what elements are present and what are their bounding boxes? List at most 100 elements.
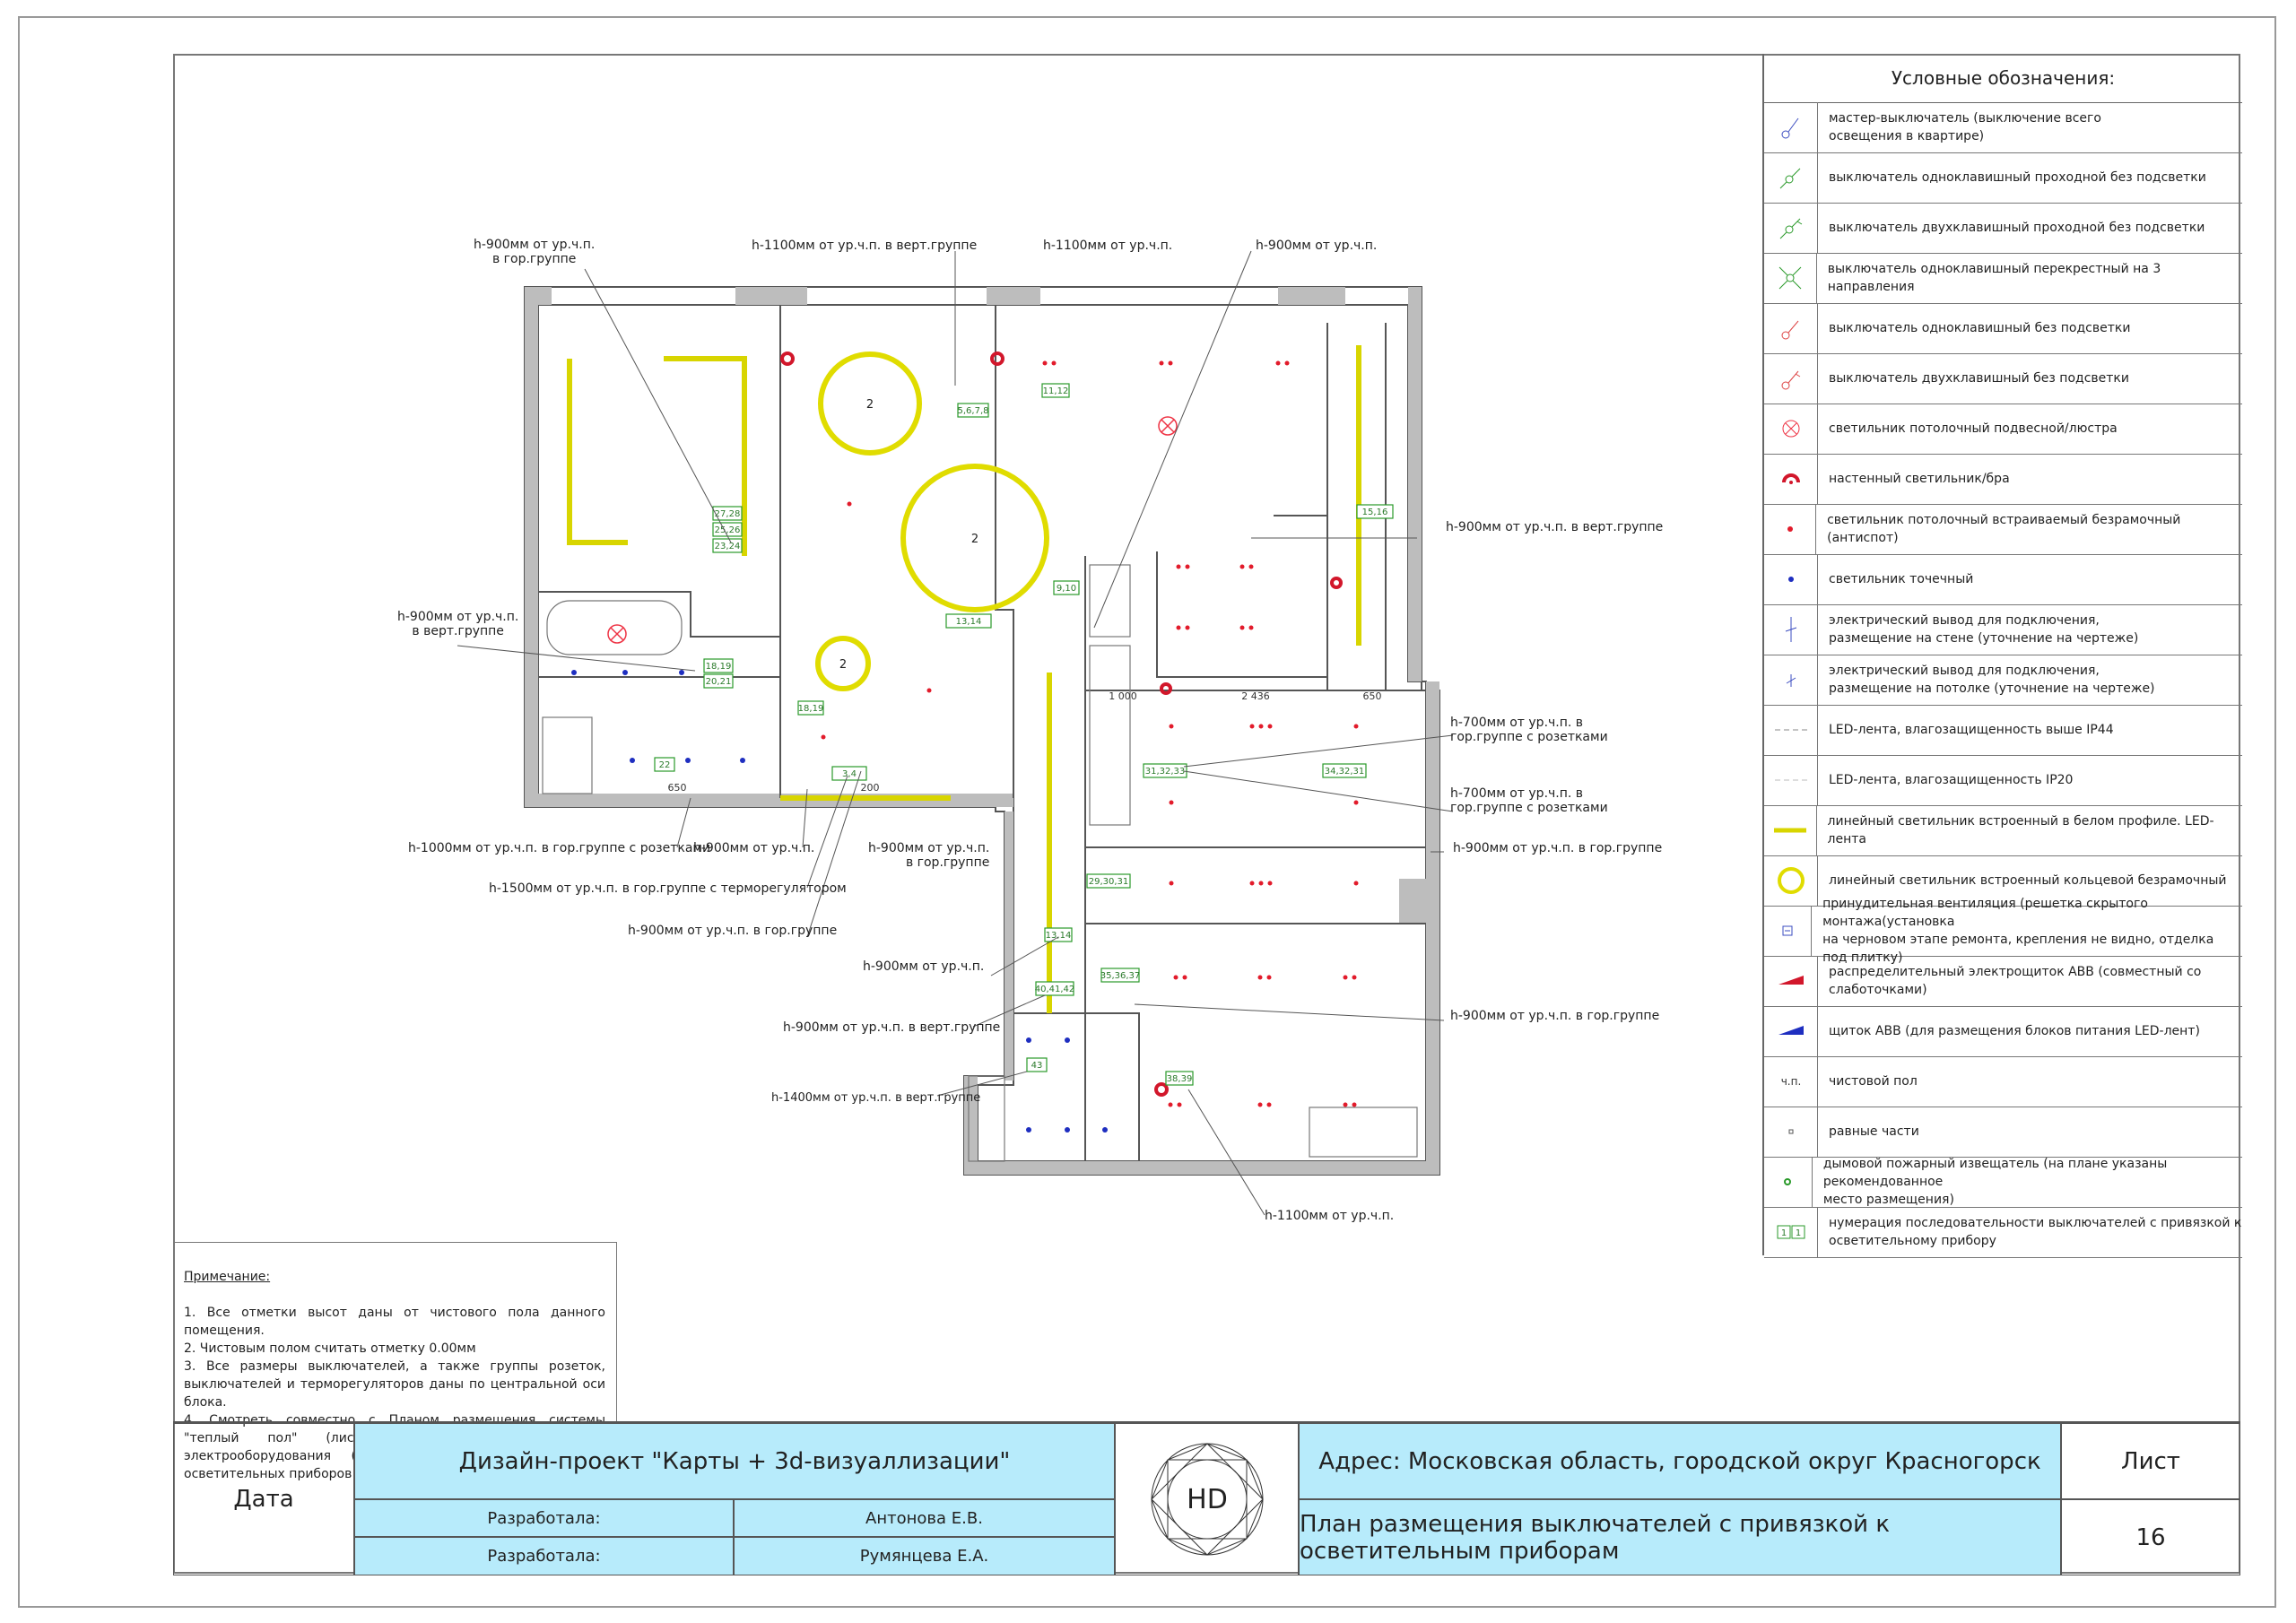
sheet-inner-frame [173, 54, 2240, 1574]
switch-tag: 20,21 [706, 677, 732, 687]
annotation: h-700мм от ур.ч.п. в гор.группе с розетк… [1450, 786, 1608, 815]
switch-tag: 31,32,33 [1145, 767, 1186, 777]
legend-item-label: равные части [1829, 1124, 1919, 1139]
floor-plan: 2 2 2 [457, 250, 1454, 1216]
single-switch-icon [1764, 303, 1818, 353]
annotation: h-1100мм от ур.ч.п. [1043, 239, 1173, 253]
spot-light-icon [1764, 554, 1818, 604]
annotation: h-1100мм от ур.ч.п. [1265, 1209, 1395, 1223]
date-label: Дата [233, 1486, 294, 1513]
led-strip-ip20-icon [1764, 755, 1818, 805]
switch-tag: 23,24 [715, 542, 741, 551]
wall-output-icon [1764, 604, 1818, 655]
finish-floor-icon: ч.п. [1764, 1056, 1818, 1107]
legend-item: выключатель одноклавишный перекрестный н… [1764, 253, 2242, 304]
switch-tag: 35,36,37 [1100, 971, 1141, 981]
legend-item-label: выключатель одноклавишный без подсветки [1829, 321, 2131, 335]
legend-item: светильник потолочный подвесной/люстра [1764, 404, 2242, 455]
dimension-label: 650 [1363, 690, 1382, 702]
sheet-number-cell: 16 [2061, 1499, 2240, 1575]
led-strip-ip44-icon [1764, 705, 1818, 755]
switch-tag: 40,41,42 [1035, 985, 1075, 994]
smoke-detector-icon [1764, 1157, 1813, 1207]
legend-item-label: светильник потолочный встраиваемый безра… [1827, 513, 2181, 545]
legend-item: LED-лента, влагозащищенность выше IP44 [1764, 705, 2242, 756]
legend-item: дымовой пожарный извещатель (на плане ук… [1764, 1157, 2242, 1208]
switch-tag: 13,14 [1046, 931, 1072, 941]
note-title: Примечание: [184, 1270, 271, 1284]
linear-light-icon [1764, 805, 1817, 855]
switch-tag: 22 [659, 760, 671, 770]
switch-tag: 15,16 [1362, 508, 1388, 517]
master-switch-icon [1764, 102, 1818, 152]
annotation: h-900мм от ур.ч.п. в гор.группе [628, 924, 838, 938]
developer-name: Антонова Е.В. [865, 1508, 983, 1528]
sheet-title-cell: План размещения выключателей с привязкой… [1299, 1499, 2061, 1575]
ring-light-icon [1764, 855, 1818, 906]
sheet-outer-frame [18, 16, 2276, 1608]
legend-item: светильник точечный [1764, 554, 2242, 605]
legend-item: настенный светильник/бра [1764, 454, 2242, 505]
ring-number: 2 [839, 658, 847, 672]
annotation: h-900мм от ур.ч.п. [863, 959, 985, 974]
annotation: h-900мм от ур.ч.п. в гор.группе [1450, 1009, 1660, 1023]
chandelier-icon [1764, 404, 1818, 454]
annotation: h-900мм от ур.ч.п. в верт.группе [1446, 520, 1664, 534]
legend-item-label: принудительная вентиляция (решетка скрыт… [1822, 897, 2214, 965]
legend-item-label: электрический вывод для подключения, раз… [1829, 613, 2139, 646]
double-switch-icon [1764, 353, 1818, 404]
legend-item-label: настенный светильник/бра [1829, 472, 2010, 486]
ceiling-output-icon [1764, 655, 1818, 705]
legend-item: выключатель одноклавишный проходной без … [1764, 152, 2242, 204]
switch-tag: 18,19 [798, 704, 824, 714]
legend-title: Условные обозначения: [1764, 54, 2242, 103]
legend-item-label: линейный светильник встроенный в белом п… [1827, 814, 2214, 846]
legend: Условные обозначения: мастер-выключатель… [1762, 54, 2242, 1258]
legend-item-label: нумерация последовательности выключателе… [1829, 1216, 2242, 1248]
note-block: Примечание: 1. Все отметки высот даны от… [173, 1242, 617, 1481]
legend-item-label: линейный светильник встроенный кольцевой… [1829, 873, 2227, 888]
legend-item-label: LED-лента, влагозащищенность выше IP44 [1829, 723, 2114, 737]
legend-item-label: выключатель двухклавишный без подсветки [1829, 371, 2129, 386]
legend-item: электрический вывод для подключения, раз… [1764, 604, 2242, 655]
date-cell: Дата [173, 1423, 354, 1575]
legend-item-label: светильник точечный [1829, 572, 1974, 586]
annotation: h-700мм от ур.ч.п. в гор.группе с розетк… [1450, 716, 1608, 744]
title-block: Дата Дизайн-проект "Карты + 3d-визуаллиз… [173, 1421, 2240, 1575]
annotation: h-900мм от ур.ч.п. в верт.группе [783, 1020, 1001, 1035]
annotation: h-1500мм от ур.ч.п. в гор.группе с термо… [489, 881, 847, 896]
developer-name-cell: Румянцева Е.А. [734, 1537, 1115, 1575]
legend-item: линейный светильник встроенный кольцевой… [1764, 855, 2242, 907]
switch-tag: 11,12 [1043, 386, 1069, 396]
legend-item-label: распределительный электрощиток ABB (совм… [1829, 965, 2202, 997]
ring-number: 2 [971, 533, 978, 546]
legend-item-label: дымовой пожарный извещатель (на плане ук… [1822, 1157, 2168, 1207]
annotation: h-1400мм от ур.ч.п. в верт.группе [771, 1091, 981, 1105]
legend-item: выключатель двухклавишный без подсветки [1764, 353, 2242, 404]
ventilation-icon [1764, 906, 1813, 956]
legend-item: LED-лента, влагозащищенность IP20 [1764, 755, 2242, 806]
switch-tag: 29,30,31 [1089, 877, 1129, 887]
switch-tag: 5,6,7,8 [958, 406, 989, 416]
developer-name-cell: Антонова Е.В. [734, 1499, 1115, 1537]
legend-item: линейный светильник встроенный в белом п… [1764, 805, 2242, 856]
developer-label-cell: Разработала: [354, 1537, 734, 1575]
legend-item: ч.п. чистовой пол [1764, 1056, 2242, 1107]
legend-item-label: светильник потолочный подвесной/люстра [1829, 421, 2118, 436]
annotation: h-1100мм от ур.ч.п. в верт.группе [752, 239, 978, 253]
address-cell: Адрес: Московская область, городской окр… [1299, 1423, 2061, 1499]
annotation: h-900мм от ур.ч.п. в гор.группе [1453, 841, 1663, 855]
legend-item-label: выключатель одноклавишный перекрестный н… [1827, 262, 2161, 294]
equal-parts-icon [1764, 1107, 1818, 1157]
wall-lamp-icon [1764, 454, 1818, 504]
recessed-light-icon [1764, 504, 1817, 554]
project-cell: Дизайн-проект "Карты + 3d-визуаллизации" [354, 1423, 1115, 1499]
sheet-number: 16 [2135, 1523, 2166, 1551]
dimension-label: 200 [861, 782, 880, 794]
dimension-label: 1 000 [1109, 690, 1137, 702]
annotation: h-900мм от ур.ч.п. в гор.группе [474, 238, 596, 266]
switch-tag: 27,28 [715, 509, 741, 519]
legend-item-label: чистовой пол [1829, 1074, 1918, 1089]
dimension-label: 650 [668, 782, 687, 794]
